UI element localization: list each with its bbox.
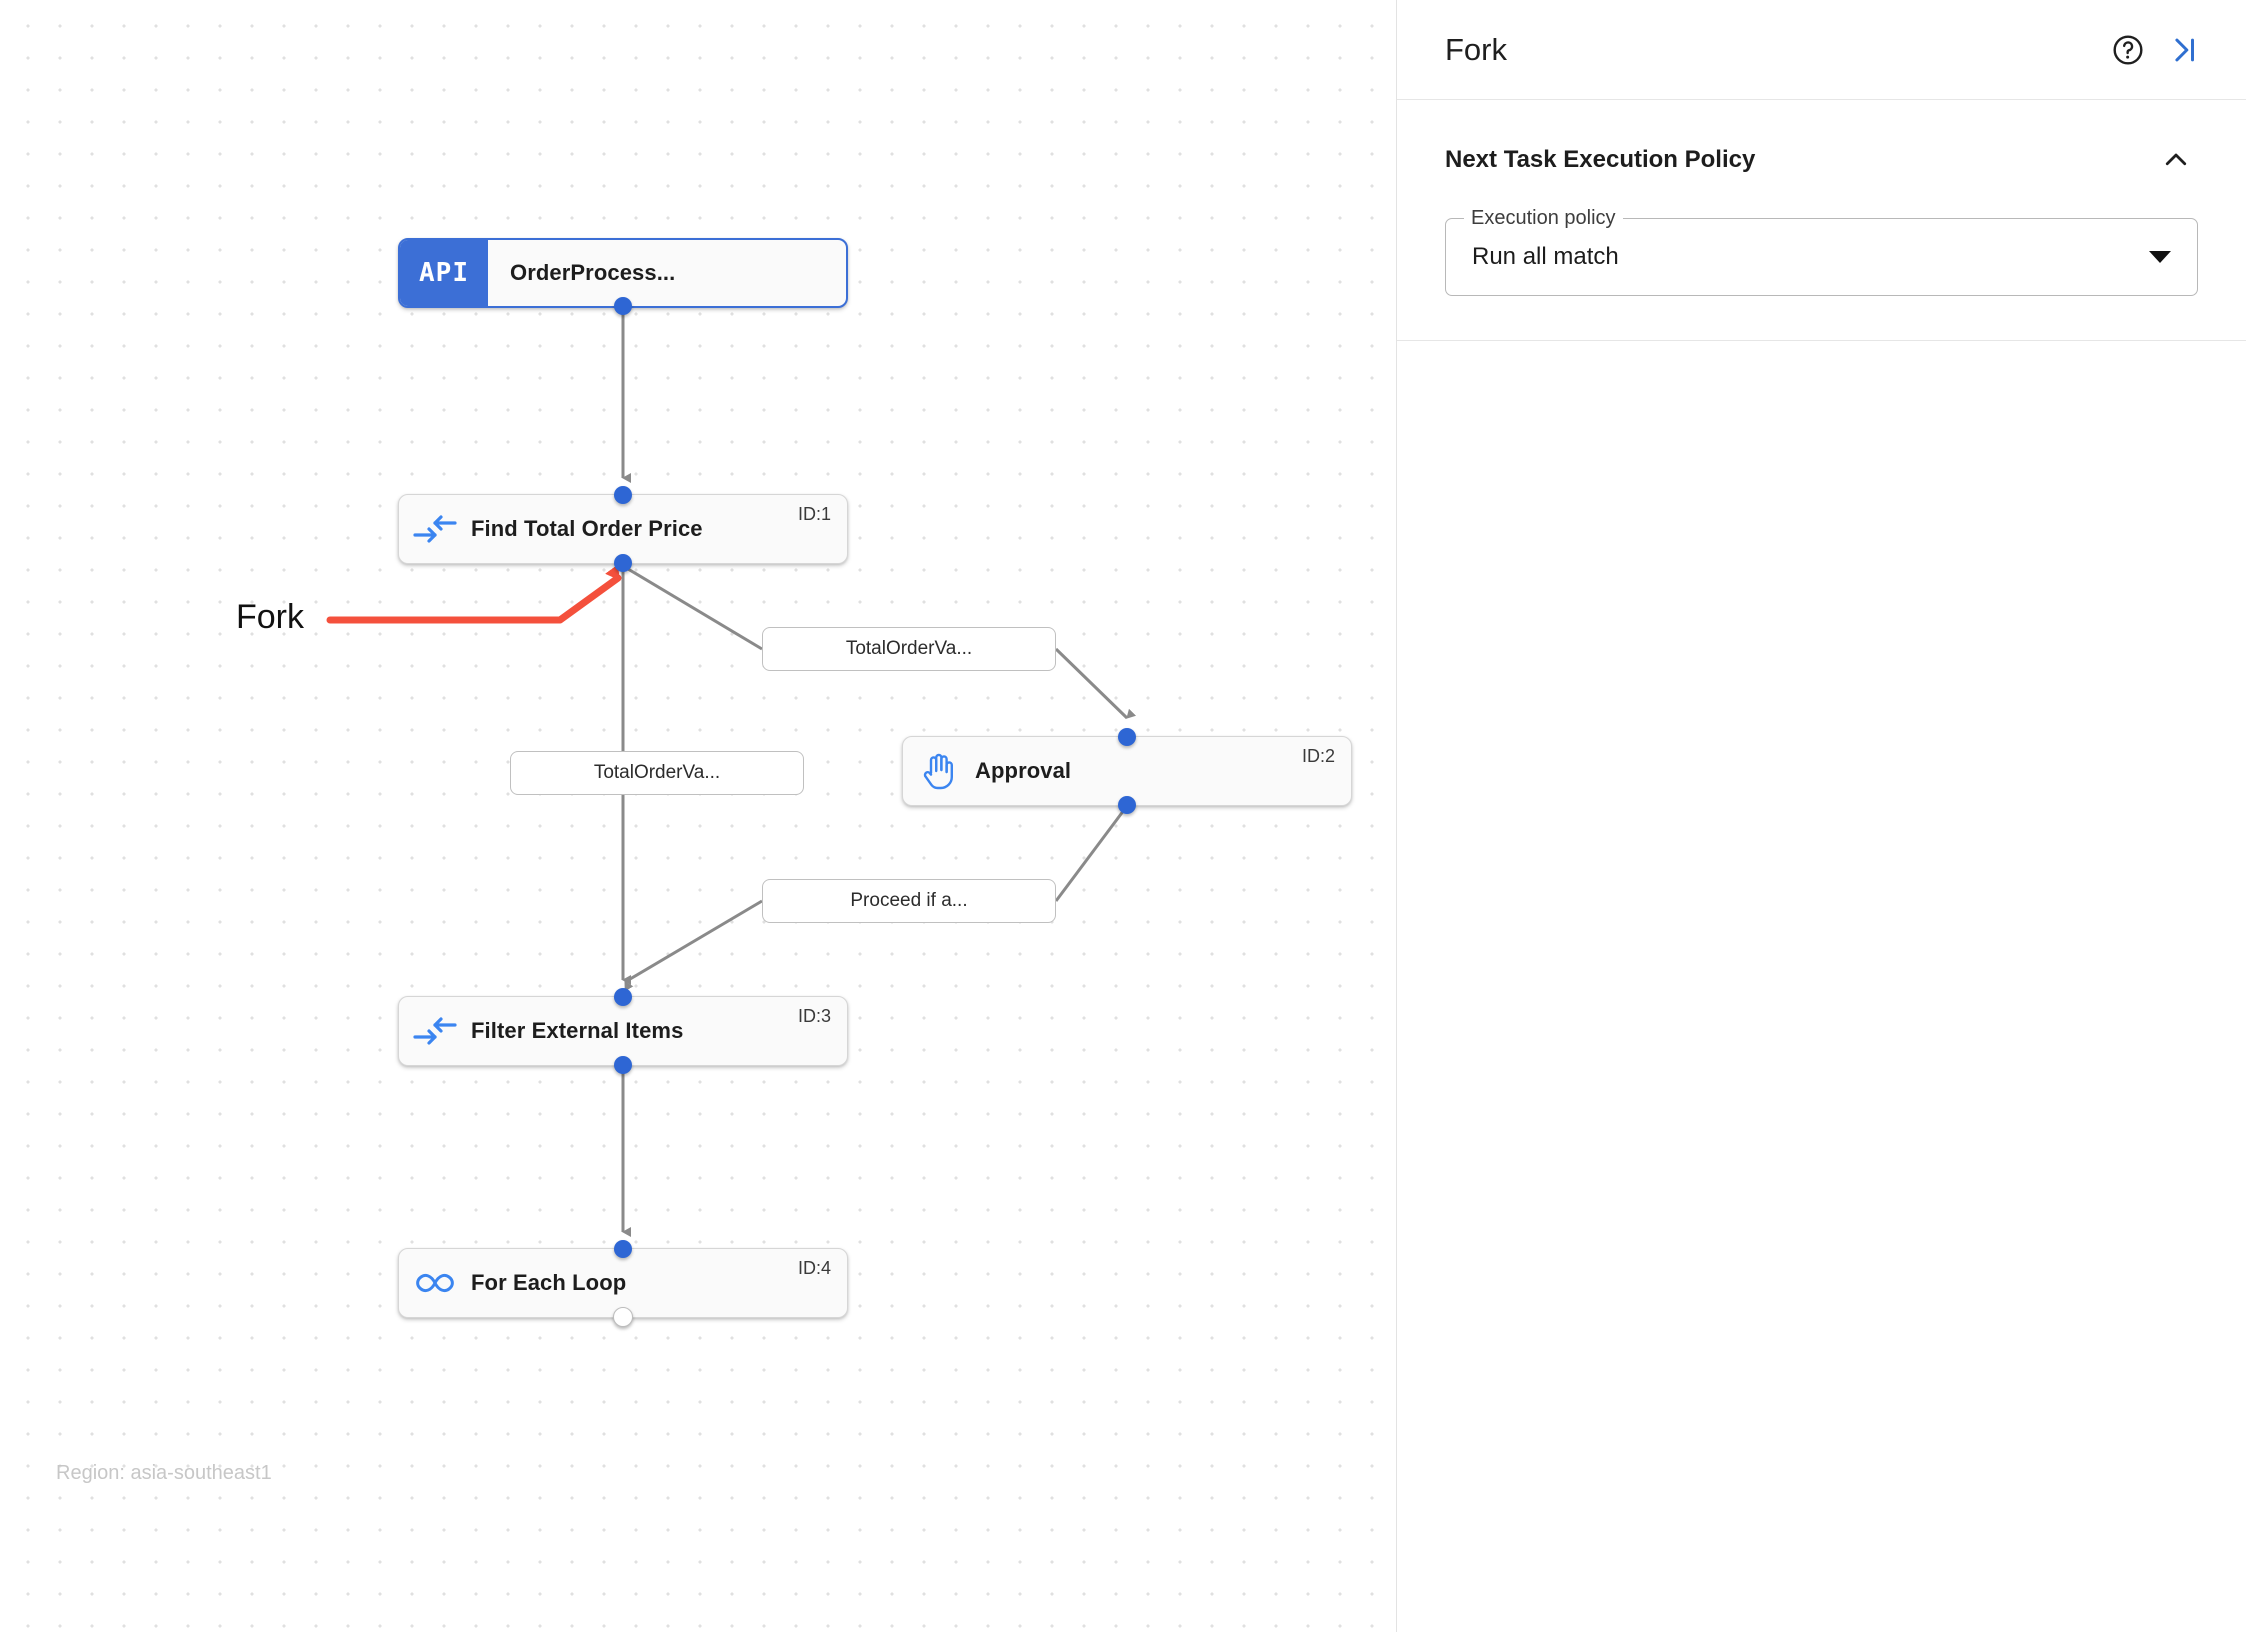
region-label: Region: asia-southeast1 [56,1462,272,1484]
edge-label-condition[interactable]: Proceed if a... [762,879,1056,923]
node-for-each-loop[interactable]: For Each Loop ID:4 [398,1240,848,1327]
infinity-icon [399,1249,471,1317]
node-input-port[interactable] [614,1240,632,1258]
node-output-port[interactable] [614,297,632,315]
node-filter-external-items[interactable]: Filter External Items ID:3 [398,988,848,1074]
next-task-execution-policy-section: Next Task Execution Policy Execution pol… [1397,100,2246,341]
edge-label-text: TotalOrderVa... [593,762,721,783]
node-input-port[interactable] [614,486,632,504]
node-output-port[interactable] [614,554,632,572]
chevron-down-icon[interactable] [2149,251,2171,263]
node-order-process[interactable]: API OrderProcess... [398,238,848,315]
node-id-label: ID:4 [797,1258,831,1278]
execution-policy-label: Execution policy [1464,207,1623,230]
execution-policy-value: Run all match [1472,243,1619,270]
merge-arrows-icon [399,495,471,563]
edge-label-text: TotalOrderVa... [845,638,973,659]
edge-label-condition[interactable]: TotalOrderVa... [510,751,804,795]
api-badge-icon: API [400,240,488,306]
node-input-port[interactable] [614,988,632,1006]
node-find-total-order-price[interactable]: Find Total Order Price ID:1 [398,486,848,572]
edge-label-condition[interactable]: TotalOrderVa... [762,627,1056,671]
node-output-port[interactable] [614,1056,632,1074]
merge-arrows-icon [399,997,471,1065]
node-title: OrderProcess... [510,260,676,285]
node-approval[interactable]: Approval ID:2 [902,728,1352,814]
node-title: Approval [975,758,1072,783]
help-circle-icon[interactable] [2100,22,2156,78]
panel-header: Fork [1397,0,2246,100]
node-input-port[interactable] [1118,728,1136,746]
node-output-port[interactable] [1118,796,1136,814]
fork-annotation-label: Fork [236,598,304,636]
panel-title: Fork [1445,31,1507,67]
node-title: For Each Loop [471,1270,627,1295]
edge-label-text: Proceed if a... [850,890,968,911]
workflow-canvas[interactable]: Fork API OrderProcess... F [0,0,1396,1632]
hand-icon [903,737,975,805]
properties-panel: Fork Next Task Execution Policy [1396,0,2246,1632]
node-id-label: ID:3 [797,1006,831,1026]
chevron-up-icon[interactable] [2154,138,2198,182]
node-title: Filter External Items [471,1018,684,1043]
section-header[interactable]: Next Task Execution Policy [1445,138,2198,182]
node-id-label: ID:1 [797,504,831,524]
section-title: Next Task Execution Policy [1445,146,1756,173]
collapse-panel-icon[interactable] [2156,22,2212,78]
execution-policy-select[interactable]: Execution policy Run all match [1445,207,2198,296]
node-output-port[interactable] [613,1307,633,1327]
node-title: Find Total Order Price [471,516,703,541]
node-id-label: ID:2 [1301,746,1335,766]
